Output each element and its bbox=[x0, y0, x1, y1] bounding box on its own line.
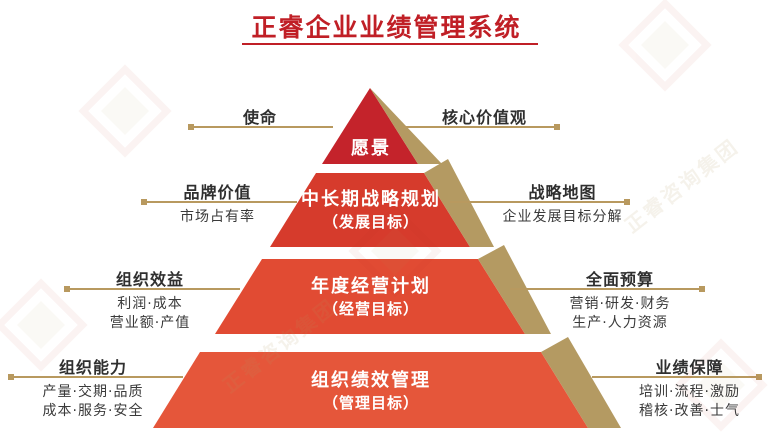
level-1-label: 愿景 bbox=[351, 138, 391, 159]
title-underline bbox=[242, 43, 538, 45]
anno-row3-right-subs: 营销·研发·财务 生产·人力资源 bbox=[515, 295, 725, 333]
anno-row4-left-title: 组织能力 bbox=[58, 358, 127, 377]
anno-row4-right-title: 业绩保障 bbox=[655, 358, 724, 377]
anno-sub-line: 稽核·改善·士气 bbox=[639, 403, 740, 419]
leader-dot-row4-right bbox=[756, 374, 762, 380]
anno-sub-line: 利润·成本 bbox=[117, 296, 183, 312]
level-3-sublabel: （经营目标） bbox=[322, 300, 419, 318]
level-4-label: 组织绩效管理 bbox=[311, 370, 431, 391]
leader-dot-row2-left bbox=[141, 199, 147, 205]
pyramid-level-1-face bbox=[322, 88, 418, 164]
leader-dot-row4-left bbox=[8, 374, 14, 380]
anno-row1-right-title: 核心价值观 bbox=[441, 108, 527, 127]
anno-sub-line: 营销·研发·财务 bbox=[569, 296, 671, 312]
anno-sub-line: 营业额·产值 bbox=[109, 315, 191, 331]
level-2-label: 中长期战略规划 bbox=[301, 189, 441, 210]
pyramid-level-2-face bbox=[270, 173, 470, 247]
leader-dot-row1-left bbox=[188, 124, 194, 130]
level-4-sublabel: （管理目标） bbox=[322, 394, 419, 412]
pyramid-level-3-face bbox=[215, 259, 525, 334]
anno-row2-left-title: 品牌价值 bbox=[183, 183, 252, 202]
anno-row1-left-title: 使命 bbox=[242, 108, 277, 127]
anno-sub-line: 生产·人力资源 bbox=[572, 315, 668, 331]
anno-sub-line: 产量·交期·品质 bbox=[42, 384, 144, 400]
anno-row2-right-title: 战略地图 bbox=[528, 183, 597, 202]
pyramid-level-4-side bbox=[541, 337, 621, 428]
leader-dot-row1-right bbox=[554, 124, 560, 130]
anno-row3-right-title: 全面预算 bbox=[585, 270, 654, 289]
page-title: 正睿企业业绩管理系统 bbox=[251, 13, 522, 42]
anno-row4-right-subs: 培训·流程·激励 稽核·改善·士气 bbox=[597, 383, 773, 421]
anno-sub-line: 培训·流程·激励 bbox=[639, 384, 740, 400]
level-3-label: 年度经营计划 bbox=[311, 276, 431, 297]
anno-sub-line: 市场占有率 bbox=[180, 209, 255, 225]
anno-row3-left-subs: 利润·成本 营业额·产值 bbox=[55, 295, 245, 333]
anno-sub-line: 成本·服务·安全 bbox=[42, 403, 144, 419]
anno-row2-right-subs: 企业发展目标分解 bbox=[455, 208, 670, 227]
anno-row3-left-title: 组织效益 bbox=[115, 270, 184, 289]
anno-row2-left-subs: 市场占有率 bbox=[135, 208, 300, 227]
leader-dot-row3-right bbox=[699, 286, 705, 292]
leader-dot-row3-left bbox=[64, 286, 70, 292]
leader-dot-row2-right bbox=[624, 199, 630, 205]
level-2-sublabel: （发展目标） bbox=[322, 213, 419, 231]
pyramid-level-4-face bbox=[153, 352, 588, 428]
anno-sub-line: 企业发展目标分解 bbox=[502, 209, 623, 225]
anno-row4-left-subs: 产量·交期·品质 成本·服务·安全 bbox=[3, 383, 183, 421]
